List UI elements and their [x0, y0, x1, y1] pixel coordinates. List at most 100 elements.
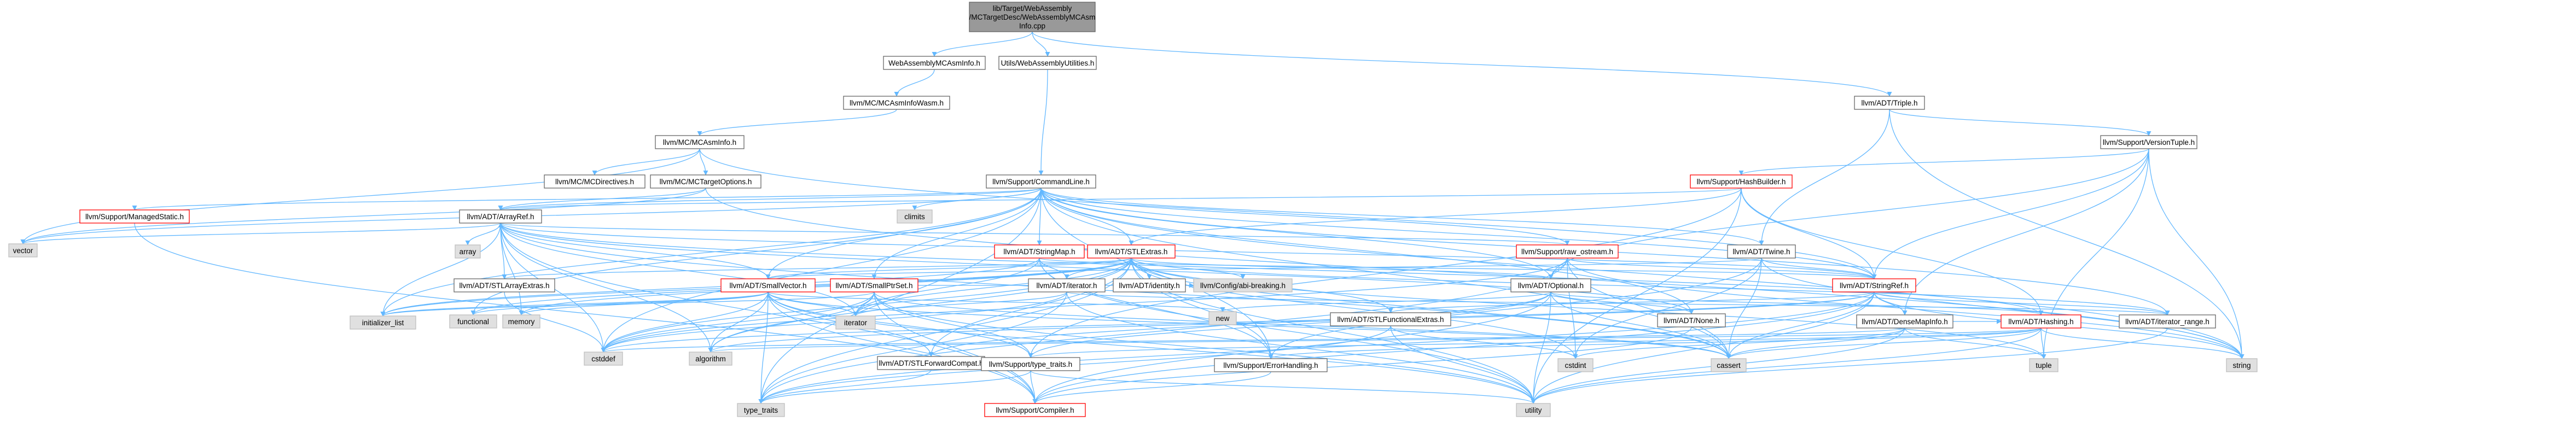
node-label: climits [904, 213, 925, 221]
edge-none-to-compiler [1032, 326, 1692, 404]
node-iterator_h[interactable]: llvm/ADT/iterator.h [1028, 278, 1106, 292]
node-label: llvm/MC/MCAsmInfo.h [663, 138, 736, 147]
edge-vtuple-to-optional [1548, 148, 2149, 279]
edge-mcaiwasm-to-mcai [697, 109, 897, 136]
edge-triple-to-twine [1759, 109, 1890, 245]
node-memory: memory [502, 314, 540, 329]
node-label: llvm/ADT/iterator_range.h [2125, 318, 2209, 326]
edge-twine-to-stringref [1761, 257, 1877, 279]
edge-mcai-to-mctopt [699, 148, 708, 175]
node-box [655, 135, 745, 149]
node-stlfuncext[interactable]: llvm/ADT/STLFunctionalExtras.h [1330, 312, 1451, 326]
node-label: llvm/ADT/iterator.h [1036, 282, 1097, 290]
edge-wautil-to-cmdline [1038, 69, 1048, 175]
edge-cmdline-to-initlist [380, 188, 1042, 317]
node-box [1330, 312, 1451, 326]
edge-stlextras-to-cstdint [1131, 257, 1578, 359]
edge-smallptrset-to-cstddef [601, 291, 875, 353]
node-rawos[interactable]: llvm/Support/raw_ostream.h [1516, 244, 1619, 259]
node-none[interactable]: llvm/ADT/None.h [1657, 313, 1726, 327]
node-label: llvm/Support/ErrorHandling.h [1223, 361, 1318, 370]
node-wamcai_h[interactable]: WebAssemblyMCAsmInfo.h [883, 56, 986, 70]
edge-mcai-to-mcdir [592, 148, 700, 175]
node-config: llvm/Config/abi-breaking.h [1193, 278, 1293, 292]
node-label: llvm/Support/raw_ostream.h [1521, 248, 1613, 256]
edge-stlextras-to-smallvector [765, 257, 1132, 279]
node-identity[interactable]: llvm/ADT/identity.h [1113, 278, 1186, 292]
edge-iterrange-to-utility [1531, 327, 2168, 404]
node-typetraits_h[interactable]: llvm/Support/type_traits.h [981, 357, 1080, 371]
edge-rawos-to-stringref [1567, 257, 1877, 279]
node-label: string [2232, 361, 2251, 370]
node-iterrange[interactable]: llvm/ADT/iterator_range.h [2119, 314, 2216, 329]
edge-stringref-to-stlfuncext [1388, 291, 1875, 313]
edge-smallptrset-to-cassert [874, 291, 1731, 359]
node-label: functional [457, 318, 489, 326]
node-root[interactable]: lib/Target/WebAssembly/MCTargetDesc/WebA… [969, 2, 1096, 32]
node-stlarrayext[interactable]: llvm/ADT/STLArrayExtras.h [453, 278, 555, 292]
node-mcaiwasm[interactable]: llvm/MC/MCAsmInfoWasm.h [843, 96, 950, 110]
node-compiler[interactable]: llvm/Support/Compiler.h [984, 403, 1086, 417]
node-box [350, 315, 416, 330]
node-mcdir[interactable]: llvm/MC/MCDirectives.h [544, 174, 646, 189]
edge-smallvector-to-typetraits [758, 291, 769, 404]
node-hashing[interactable]: llvm/ADT/Hashing.h [2001, 314, 2081, 329]
edge-arrayref-to-vector [20, 223, 501, 244]
node-triple[interactable]: llvm/ADT/Triple.h [1854, 96, 1925, 110]
edge-stlextras-to-tuple [1131, 257, 2046, 359]
node-wautil[interactable]: Utils/WebAssemblyUtilities.h [998, 56, 1097, 70]
node-label: lib/Target/WebAssembly [993, 4, 1072, 13]
node-hashbuilder[interactable]: llvm/Support/HashBuilder.h [1690, 174, 1793, 189]
node-smallvector[interactable]: llvm/ADT/SmallVector.h [720, 278, 816, 292]
node-functional: functional [449, 314, 497, 329]
node-cmdline[interactable]: llvm/Support/CommandLine.h [986, 174, 1096, 189]
node-mcai[interactable]: llvm/MC/MCAsmInfo.h [655, 135, 745, 149]
node-box [1214, 358, 1328, 372]
node-box [1557, 358, 1594, 372]
node-densemapinfo[interactable]: llvm/ADT/DenseMapInfo.h [1856, 314, 1953, 329]
edge-densemapinfo-to-cassert [1726, 327, 1905, 359]
node-box [2119, 314, 2216, 329]
edge-rawos-to-cassert [1567, 257, 1731, 359]
node-label: llvm/ADT/ArrayRef.h [467, 213, 534, 221]
node-errhandling[interactable]: llvm/Support/ErrorHandling.h [1214, 358, 1328, 372]
node-label: llvm/Support/ManagedStatic.h [85, 213, 184, 221]
node-arrayref[interactable]: llvm/ADT/ArrayRef.h [459, 209, 542, 224]
edge-smallvector-to-cassert [767, 291, 1731, 359]
edge-stringref-to-algorithm [708, 291, 1875, 353]
node-box [1727, 244, 1796, 259]
node-smallptrset[interactable]: llvm/ADT/SmallPtrSet.h [830, 278, 918, 292]
node-stringref[interactable]: llvm/ADT/StringRef.h [1832, 278, 1916, 292]
node-box [453, 278, 555, 292]
edge-vtuple-to-stringref [1871, 148, 2149, 279]
node-label: /MCTargetDesc/WebAssemblyMCAsm [969, 13, 1096, 21]
node-twine[interactable]: llvm/ADT/Twine.h [1727, 244, 1796, 259]
edge-arrayref-to-iterator [500, 223, 858, 317]
node-stringmap[interactable]: llvm/ADT/StringMap.h [994, 244, 1085, 259]
edges-layer [20, 31, 2244, 404]
edge-smallvector-to-cstddef [601, 291, 769, 353]
node-label: llvm/ADT/SmallPtrSet.h [835, 282, 912, 290]
node-box [1854, 96, 1925, 110]
node-label: memory [508, 318, 535, 326]
edge-cmdline-to-none [1040, 188, 1694, 314]
node-box [2029, 358, 2059, 372]
node-stlextras[interactable]: llvm/ADT/STLExtras.h [1087, 244, 1176, 259]
node-managed[interactable]: llvm/Support/ManagedStatic.h [79, 209, 190, 224]
node-label: llvm/ADT/Triple.h [1861, 99, 1917, 107]
node-label: llvm/Support/HashBuilder.h [1697, 178, 1786, 186]
nodes-layer: lib/Target/WebAssembly/MCTargetDesc/WebA… [8, 2, 2258, 417]
node-mctopt[interactable]: llvm/MC/MCTargetOptions.h [650, 174, 761, 189]
edge-hashbuilder-to-stlextras [1129, 188, 1742, 245]
edge-stlextras-to-cstddef [601, 257, 1132, 353]
node-label: cstdint [1565, 361, 1586, 370]
node-box [2001, 314, 2081, 329]
node-optional[interactable]: llvm/ADT/Optional.h [1510, 278, 1591, 292]
node-vtuple[interactable]: llvm/Support/VersionTuple.h [2100, 135, 2197, 149]
node-box [650, 174, 761, 189]
edge-cmdline-to-rawos [1040, 188, 1570, 245]
edge-hashing-to-algorithm [708, 327, 2042, 353]
node-stlfwd[interactable]: llvm/ADT/STLForwardCompat.h [877, 356, 985, 370]
node-box [1510, 278, 1591, 292]
node-label: llvm/ADT/DenseMapInfo.h [1862, 318, 1948, 326]
